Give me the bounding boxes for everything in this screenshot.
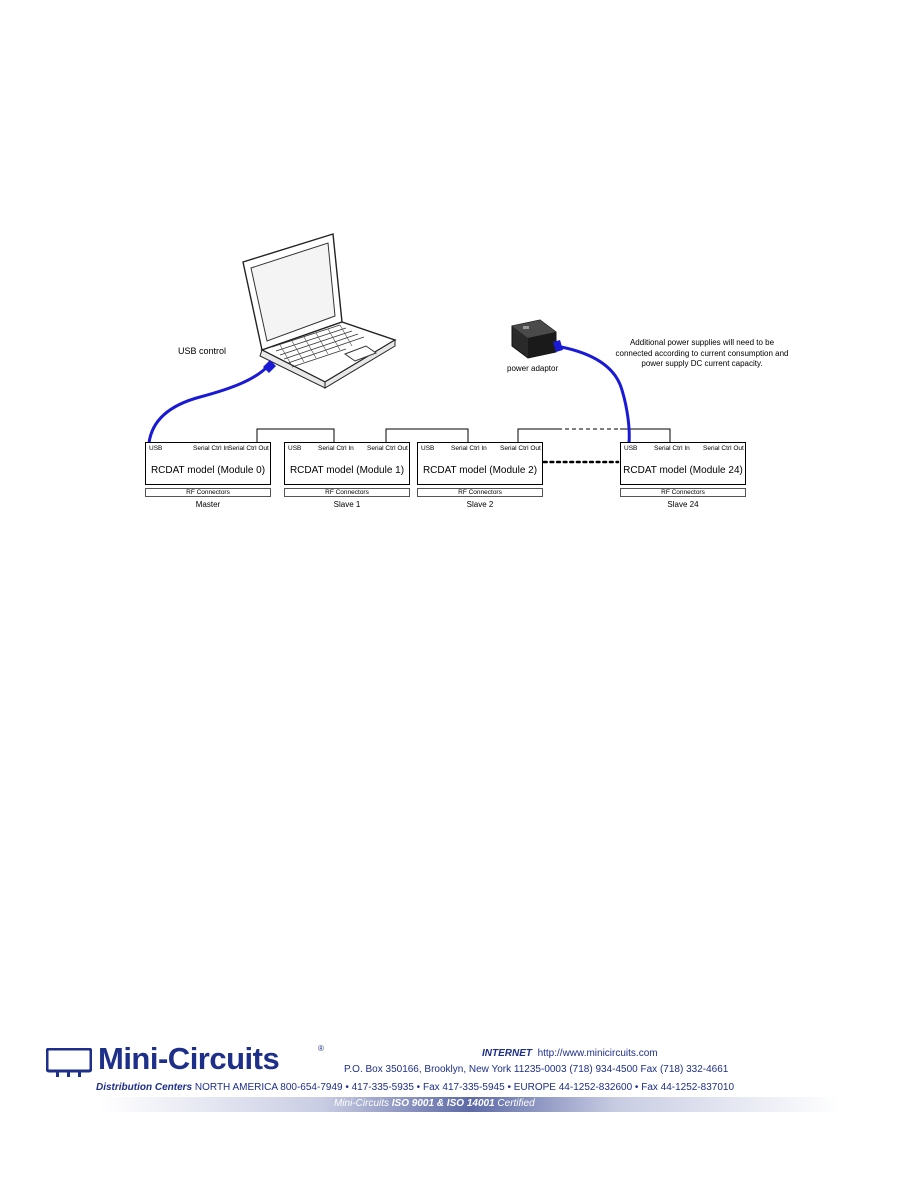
usb-control-cable bbox=[147, 364, 270, 444]
module-slave-2: USB Serial Ctrl In Serial Ctrl Out RCDAT… bbox=[417, 442, 543, 485]
certification-text: Mini-Circuits ISO 9001 & ISO 14001 Certi… bbox=[334, 1098, 535, 1109]
cert-brand: Mini-Circuits bbox=[334, 1098, 389, 1109]
internet-label: INTERNET bbox=[482, 1048, 532, 1059]
usb-control-label: USB control bbox=[178, 346, 227, 356]
module-role-master: Master bbox=[195, 500, 221, 509]
diagram-graphics bbox=[147, 233, 671, 464]
module-title: RCDAT model (Module 1) bbox=[289, 465, 405, 476]
distribution-label: Distribution Centers bbox=[96, 1082, 193, 1093]
cert-suffix: Certified bbox=[497, 1098, 535, 1109]
distribution-centers-line: Distribution Centers NORTH AMERICA 800-6… bbox=[96, 1082, 734, 1093]
serial-in-label: Serial Ctrl In bbox=[318, 445, 354, 452]
serial-in-label: Serial Ctrl In bbox=[451, 445, 487, 452]
page-footer: Mini-Circuits ® INTERNET http://www.mini… bbox=[0, 1040, 918, 1120]
rf-connectors-label: RF Connectors bbox=[145, 488, 271, 497]
module-slave-1: USB Serial Ctrl In Serial Ctrl Out RCDAT… bbox=[284, 442, 410, 485]
power-adaptor-icon bbox=[511, 319, 557, 359]
usb-port-label: USB bbox=[288, 445, 302, 452]
module-role-slave-1: Slave 1 bbox=[333, 500, 361, 509]
serial-out-label: Serial Ctrl Out bbox=[703, 445, 744, 452]
internet-url-link[interactable]: http://www.minicircuits.com bbox=[537, 1048, 658, 1059]
serial-in-label: Serial Ctrl In bbox=[654, 445, 690, 452]
module-title: RCDAT model (Module 2) bbox=[422, 465, 538, 476]
cert-standards: ISO 9001 & ISO 14001 bbox=[391, 1098, 495, 1109]
usb-port-label: USB bbox=[624, 445, 638, 452]
rf-connectors-label: RF Connectors bbox=[284, 488, 410, 497]
registered-mark: ® bbox=[318, 1044, 324, 1053]
mini-circuits-logo-icon bbox=[46, 1048, 92, 1077]
rf-connectors-label: RF Connectors bbox=[620, 488, 746, 497]
brand-logo-text: Mini-Circuits bbox=[98, 1041, 280, 1076]
power-supply-note: Additional power supplies will need to b… bbox=[615, 338, 789, 368]
usb-plug-laptop bbox=[263, 360, 276, 373]
module-role-slave-2: Slave 2 bbox=[466, 500, 494, 509]
power-adaptor-label: power adaptor bbox=[507, 364, 559, 373]
power-plug bbox=[553, 340, 563, 352]
rf-connectors-label: RF Connectors bbox=[417, 488, 543, 497]
serial-out-label: Serial Ctrl Out bbox=[500, 445, 541, 452]
serial-wiring bbox=[256, 428, 671, 443]
module-title: RCDAT model (Module 0) bbox=[150, 465, 266, 476]
module-title: RCDAT model (Module 24) bbox=[623, 465, 743, 476]
power-cable bbox=[555, 344, 631, 444]
module-role-slave-24: Slave 24 bbox=[667, 500, 699, 509]
module-slave-24: USB Serial Ctrl In Serial Ctrl Out RCDAT… bbox=[620, 442, 746, 485]
module-master: USB Serial Ctrl In Serial Ctrl Out RCDAT… bbox=[145, 442, 271, 485]
laptop-icon bbox=[242, 233, 397, 389]
mailing-address: P.O. Box 350166, Brooklyn, New York 1123… bbox=[344, 1064, 729, 1075]
serial-in-label: Serial Ctrl In bbox=[193, 445, 229, 452]
usb-port-label: USB bbox=[149, 445, 163, 452]
serial-out-label: Serial Ctrl Out bbox=[228, 445, 269, 452]
serial-out-label: Serial Ctrl Out bbox=[367, 445, 408, 452]
distribution-contacts: NORTH AMERICA 800-654-7949 • 417-335-593… bbox=[194, 1082, 735, 1093]
internet-line: INTERNET http://www.minicircuits.com bbox=[482, 1048, 658, 1059]
usb-port-label: USB bbox=[421, 445, 435, 452]
daisy-chain-diagram: USB control power adaptor Additional pow… bbox=[145, 233, 789, 509]
certification-bar bbox=[100, 1097, 840, 1112]
